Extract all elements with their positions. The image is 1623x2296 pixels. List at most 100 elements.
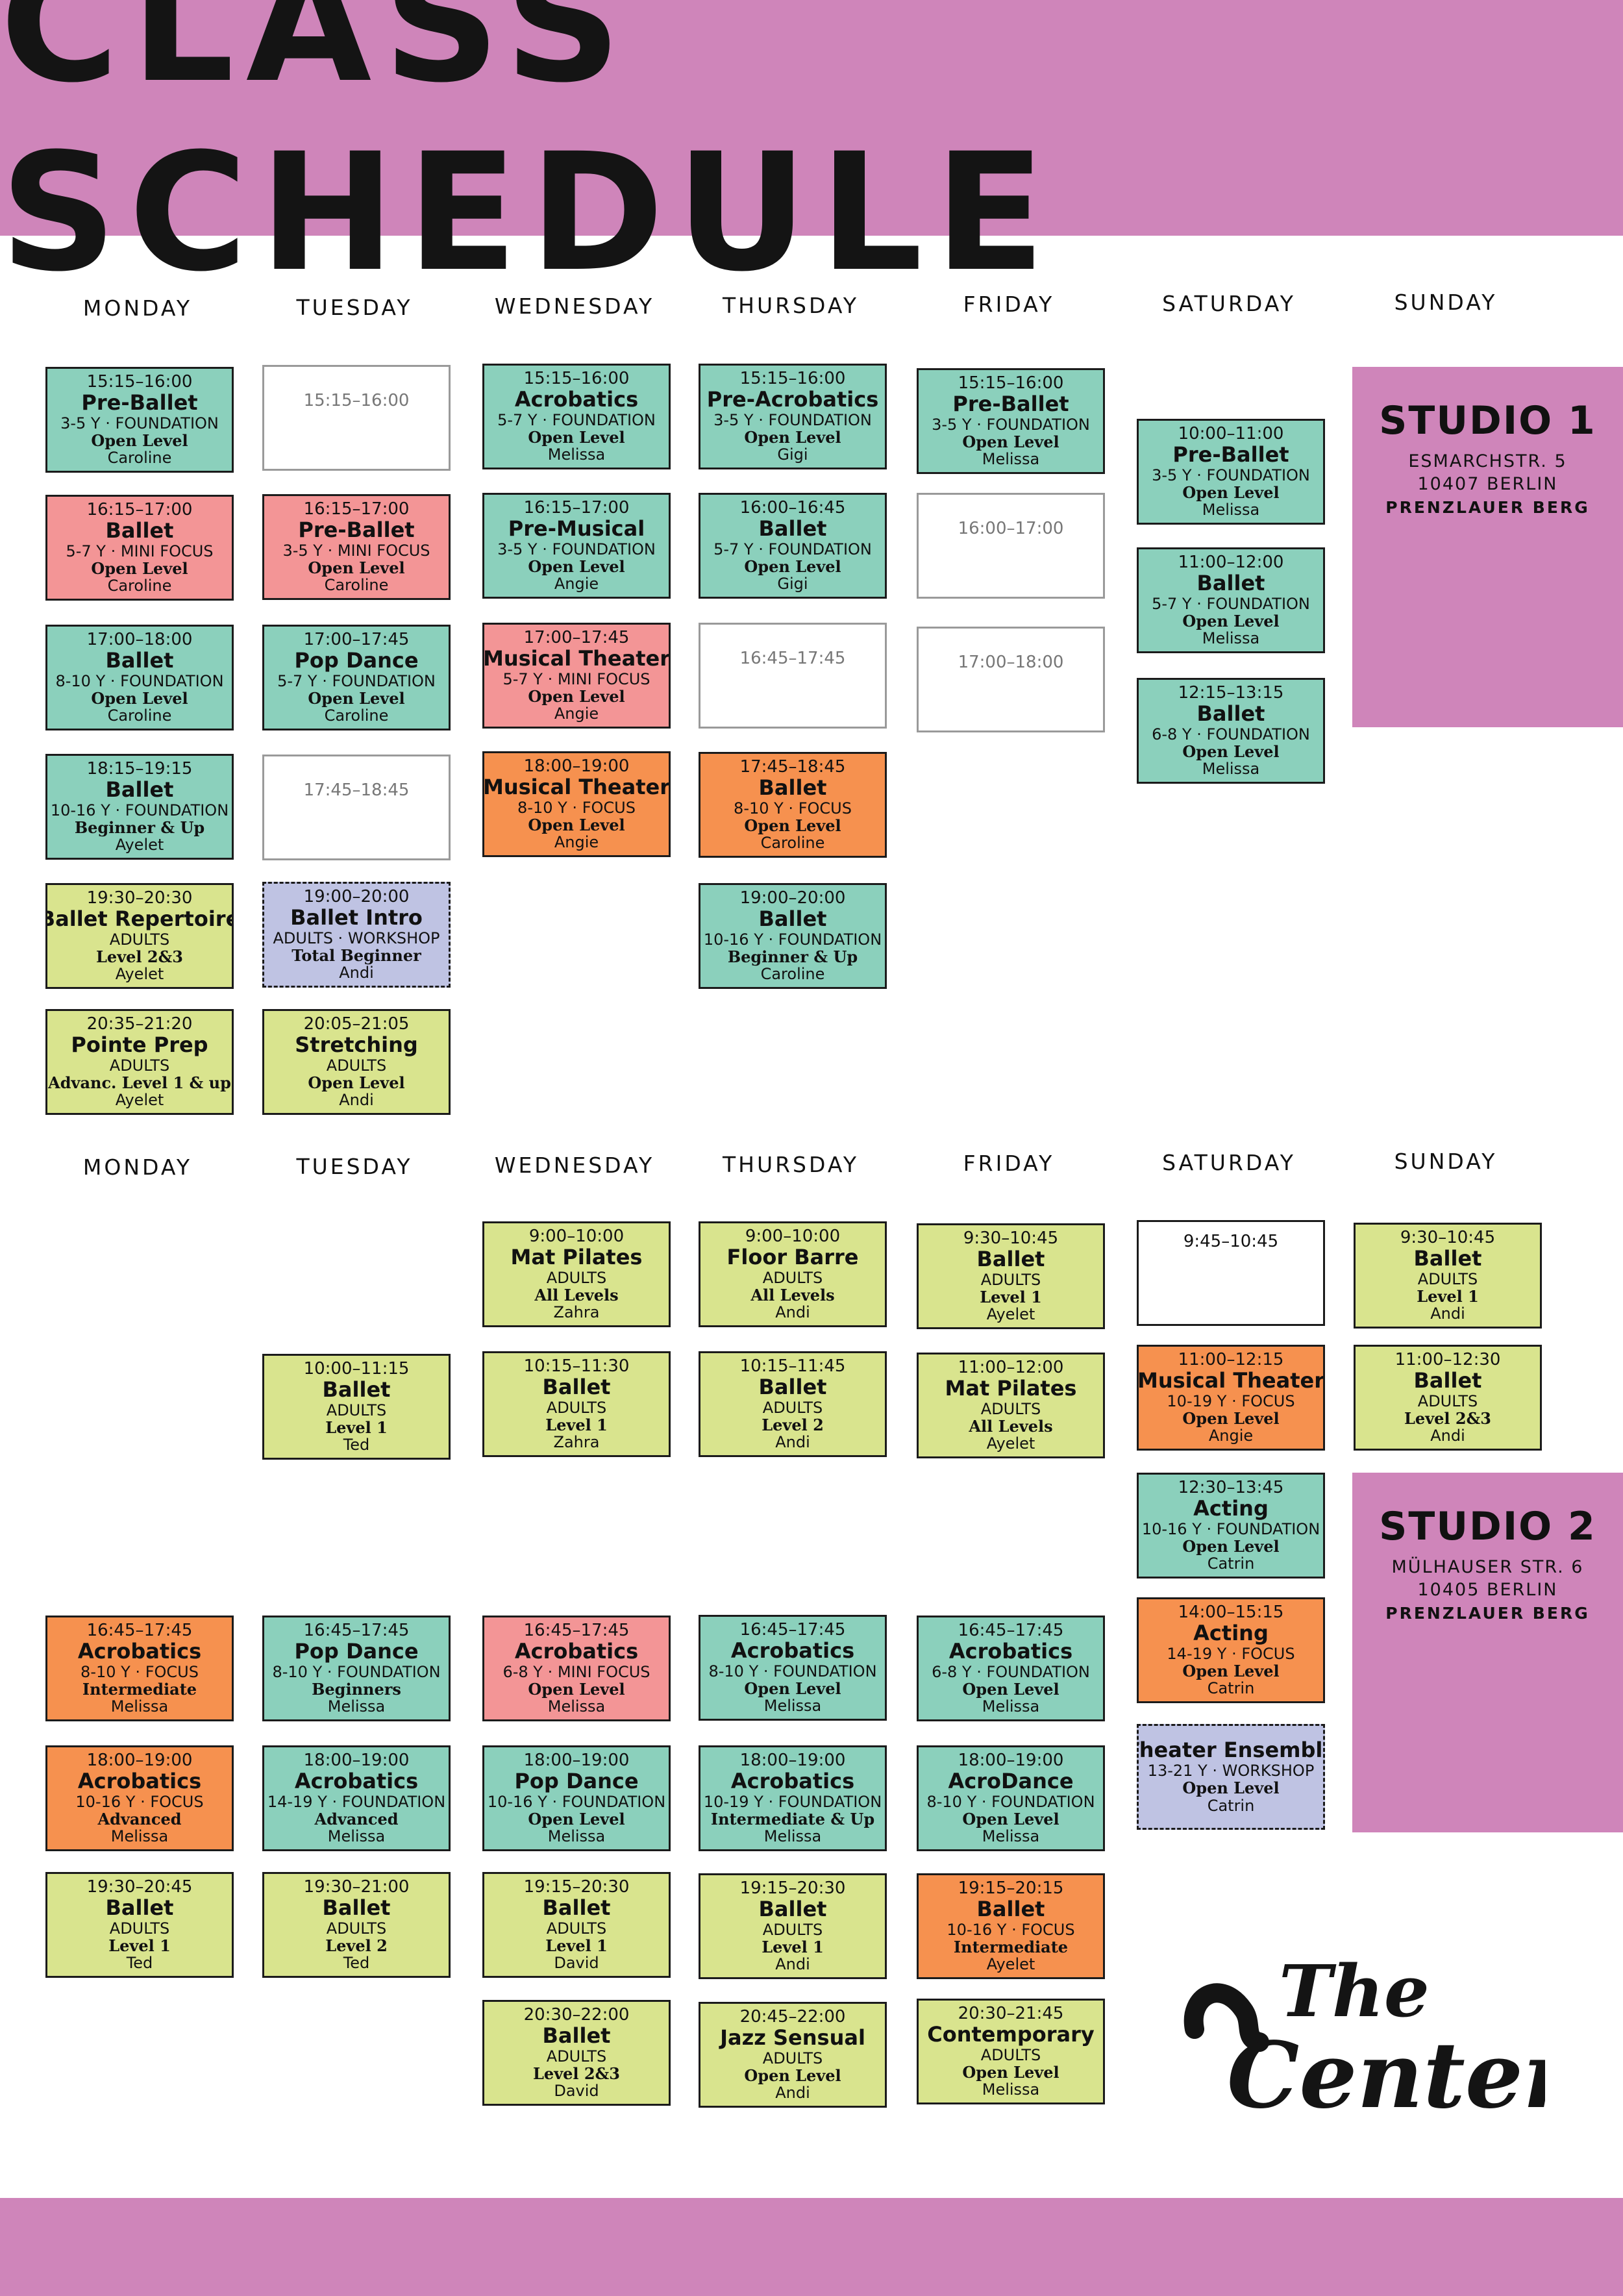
class-level: Open Level (1182, 1536, 1280, 1556)
class-time: 16:45–17:45 (523, 1620, 630, 1640)
empty-slot-card: 15:15–16:00 (262, 365, 451, 471)
class-name: Ballet (1413, 1245, 1482, 1271)
class-level: Open Level (962, 1679, 1059, 1699)
class-time: 9:00–10:00 (745, 1226, 841, 1246)
class-age-group: ADULTS (109, 1056, 170, 1075)
class-level: Level 1 (545, 1415, 608, 1434)
class-age-group: 6-8 Y · FOUNDATION (1152, 725, 1310, 743)
class-level: Open Level (528, 1809, 625, 1828)
logo-swash (1183, 1983, 1269, 2052)
class-teacher: Ayelet (115, 1091, 164, 1110)
class-level: Open Level (1182, 1408, 1280, 1428)
class-name: Ballet (758, 906, 827, 931)
class-teacher: Melissa (982, 1827, 1040, 1846)
class-age-group: 10-16 Y · FOUNDATION (1141, 1519, 1320, 1538)
class-teacher: Gigi (777, 445, 808, 464)
day-header-monday: MONDAY (82, 1154, 193, 1180)
class-time: 17:45–18:45 (739, 756, 846, 777)
class-age-group: 8-10 Y · FOCUS (81, 1662, 199, 1681)
class-level: Beginner & Up (74, 817, 205, 837)
class-level: Level 2&3 (533, 2064, 620, 2083)
class-time: 19:15–20:30 (739, 1878, 846, 1898)
day-header-thursday: THURSDAY (722, 292, 859, 318)
class-age-group: 8-10 Y · FOUNDATION (55, 671, 224, 690)
class-teacher: Ayelet (115, 965, 164, 984)
empty-slot-card: 17:45–18:45 (262, 755, 451, 860)
class-age-group: 3-5 Y · FOUNDATION (497, 540, 656, 558)
class-name: Pop Dance (294, 647, 419, 673)
class-level: Beginners (312, 1679, 401, 1699)
class-name: Ballet (1196, 701, 1265, 726)
class-teacher: Melissa (982, 1697, 1040, 1716)
class-level: Beginner & Up (727, 947, 858, 966)
class-age-group: ADULTS (109, 930, 170, 949)
class-teacher: Melissa (327, 1827, 386, 1846)
logo-text-the: The (1279, 1951, 1430, 2033)
class-time: 18:00–19:00 (523, 1750, 630, 1770)
class-level: Level 2 (325, 1936, 388, 1955)
logo-text-center: Center (1227, 2023, 1545, 2127)
class-level: Open Level (1182, 1661, 1280, 1680)
class-level: Open Level (962, 1809, 1059, 1828)
day-header-sunday: SUNDAY (1394, 1149, 1498, 1174)
class-name: Pre-Acrobatics (706, 386, 879, 412)
class-time: 17:00–17:45 (523, 627, 630, 647)
class-age-group: ADULTS (109, 1919, 170, 1938)
class-name: Acting (1193, 1495, 1269, 1521)
class-teacher: Melissa (982, 2080, 1040, 2099)
class-name: AcroDance (948, 1768, 1074, 1793)
class-time: 9:30–10:45 (1400, 1227, 1496, 1247)
studio2-street: MÜLHAUSER STR. 6 (1391, 1557, 1584, 1577)
class-time: 18:15–19:15 (86, 758, 193, 779)
class-time: 10:15–11:45 (739, 1356, 846, 1376)
class-age-group: 6-8 Y · FOUNDATION (932, 1662, 1090, 1681)
class-level: Level 1 (325, 1417, 388, 1437)
class-time: 10:00–11:00 (1178, 423, 1284, 443)
class-teacher: Melissa (1202, 629, 1260, 648)
class-name: Ballet Intro (290, 905, 423, 930)
class-teacher: Melissa (763, 1827, 822, 1846)
class-level: Level 2&3 (96, 947, 183, 966)
class-age-group: ADULTS (326, 1919, 387, 1938)
class-teacher: Melissa (547, 1827, 606, 1846)
class-level: Level 2 (762, 1415, 824, 1434)
day-header-saturday: SATURDAY (1162, 1149, 1296, 1175)
class-age-group: ADULTS (762, 1920, 823, 1939)
class-time: 19:30–20:45 (86, 1877, 193, 1897)
class-teacher: Andi (1430, 1304, 1465, 1323)
class-teacher: Andi (775, 1303, 810, 1322)
class-teacher: Caroline (324, 706, 389, 725)
class-time: 16:00–16:45 (739, 497, 846, 518)
class-teacher: Caroline (324, 576, 389, 595)
class-name: Ballet (758, 1896, 827, 1921)
class-level: Open Level (1182, 742, 1280, 761)
class-level: Intermediate (953, 1937, 1069, 1956)
class-teacher: Angie (554, 575, 599, 593)
class-level: Open Level (744, 2065, 841, 2085)
class-age-group: ADULTS (1417, 1269, 1478, 1288)
class-age-group: 6-8 Y · MINI FOCUS (502, 1662, 650, 1681)
class-teacher: Caroline (107, 449, 172, 468)
class-teacher: Andi (339, 1091, 374, 1110)
studio1-street: ESMARCHSTR. 5 (1408, 451, 1567, 471)
class-teacher: Catrin (1207, 1679, 1255, 1698)
class-level: Level 1 (1417, 1286, 1479, 1306)
empty-slot-card: 9:45–10:45 (1137, 1220, 1325, 1326)
class-name: Ballet (758, 1374, 827, 1399)
class-age-group: 13-21 Y · WORKSHOP (1147, 1762, 1315, 1780)
class-level: Total Beginner (291, 945, 421, 965)
